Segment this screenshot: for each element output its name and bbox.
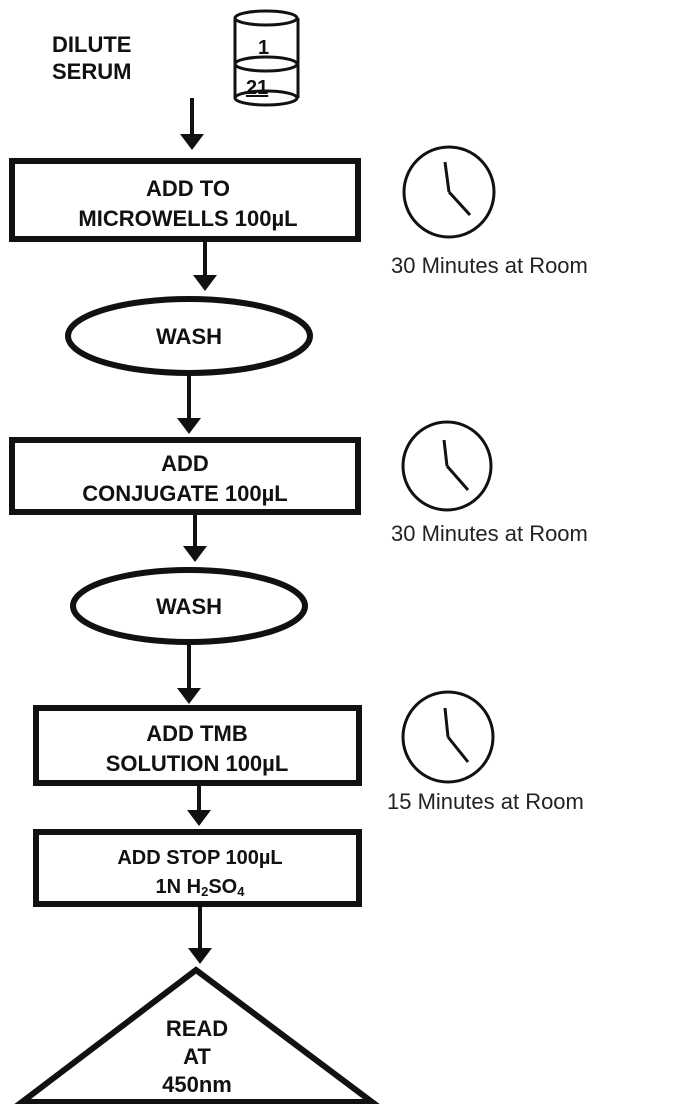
- step-add-to-microwells: ADD TO MICROWELLS 100µL: [9, 158, 361, 242]
- microwells-line-2: MICROWELLS 100µL: [78, 206, 297, 231]
- start-line-2: SERUM: [52, 59, 131, 84]
- timer-3: 15 Minutes at Room: [387, 690, 584, 814]
- conjugate-line-1: ADD: [161, 451, 209, 476]
- clock-icon: [401, 420, 493, 512]
- timer-1: 30 Minutes at Room: [391, 145, 588, 278]
- start-line-1: DILUTE: [52, 32, 131, 57]
- read-line-1: READ: [166, 1016, 228, 1041]
- timer-2: 30 Minutes at Room: [391, 420, 588, 546]
- sample-tube-icon: 1 21: [233, 9, 300, 107]
- step-wash-2: WASH: [70, 567, 308, 645]
- stop-line-1: ADD STOP 100µL: [117, 847, 282, 869]
- arrow-7: [188, 904, 212, 964]
- wash-1-label: WASH: [156, 324, 222, 349]
- arrow-3: [177, 373, 201, 434]
- arrow-5: [177, 642, 201, 704]
- clock-icon: [402, 145, 496, 239]
- step-read: READ AT 450nm: [14, 966, 380, 1104]
- timer-3-text: 15 Minutes at Room: [387, 789, 584, 814]
- arrow-4: [183, 512, 207, 562]
- step-add-conjugate: ADD CONJUGATE 100µL: [9, 437, 361, 515]
- read-line-3: 450nm: [162, 1072, 232, 1097]
- start-label: DILUTE SERUM: [52, 32, 131, 84]
- step-wash-1: WASH: [65, 296, 313, 376]
- arrow-1: [180, 98, 204, 150]
- microwells-line-1: ADD TO: [146, 176, 230, 201]
- timer-1-text: 30 Minutes at Room: [391, 253, 588, 278]
- stop-line-2: 1N H2SO4: [156, 876, 246, 899]
- arrow-2: [193, 239, 217, 291]
- tube-label-1: 1: [258, 37, 269, 59]
- tube-label-21: 21: [246, 77, 268, 99]
- step-add-stop: ADD STOP 100µL 1N H2SO4: [33, 829, 362, 907]
- wash-2-label: WASH: [156, 594, 222, 619]
- conjugate-line-2: CONJUGATE 100µL: [82, 481, 287, 506]
- timer-2-text: 30 Minutes at Room: [391, 521, 588, 546]
- arrow-6: [187, 783, 211, 826]
- clock-icon: [401, 690, 495, 784]
- tmb-line-1: ADD TMB: [146, 721, 247, 746]
- step-add-tmb: ADD TMB SOLUTION 100µL: [33, 705, 362, 786]
- tmb-line-2: SOLUTION 100µL: [106, 751, 289, 776]
- read-line-2: AT: [183, 1044, 211, 1069]
